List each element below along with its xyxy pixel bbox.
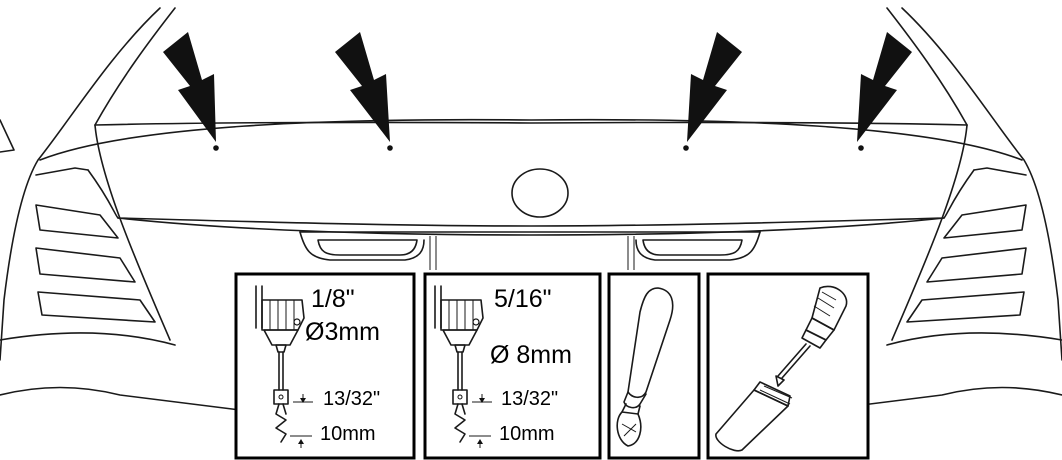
drill-size-inch: 5/16" — [494, 285, 552, 313]
drill-point — [213, 145, 219, 151]
drill-depth-inch: 13/32" — [323, 388, 380, 410]
arrow-down-icon — [857, 32, 912, 151]
panel-paint-pen — [706, 272, 870, 460]
drill-depth-inch: 13/32" — [501, 388, 558, 410]
car-body — [0, 7, 1062, 411]
drill-size-mm: Ø3mm — [305, 318, 380, 346]
drill-markers — [163, 32, 912, 151]
drill-point — [683, 145, 689, 151]
drill-depth-mm: 10mm — [320, 423, 376, 445]
drill-point — [387, 145, 393, 151]
arrow-down-icon — [335, 32, 393, 151]
drill-depth-mm: 10mm — [499, 423, 555, 445]
deburring-tool-icon — [616, 287, 674, 447]
panel-deburring-tool — [607, 272, 701, 460]
panel-drill-small: 1/8" Ø3mm 13/32" 10mm — [234, 272, 416, 460]
emblem — [511, 168, 569, 218]
drill-point — [858, 145, 864, 151]
drill-chuck-icon — [434, 285, 484, 443]
arrow-down-icon — [683, 32, 742, 151]
drill-chuck-icon — [255, 285, 305, 443]
drill-size-inch: 1/8" — [311, 285, 355, 313]
arrow-down-icon — [163, 32, 219, 151]
panel-drill-large: 5/16" Ø 8mm 13/32" 10mm — [423, 272, 602, 460]
paint-pen-icon — [715, 285, 848, 452]
warning-triangle-icon — [0, 119, 15, 153]
drill-size-mm: Ø 8mm — [490, 341, 572, 369]
